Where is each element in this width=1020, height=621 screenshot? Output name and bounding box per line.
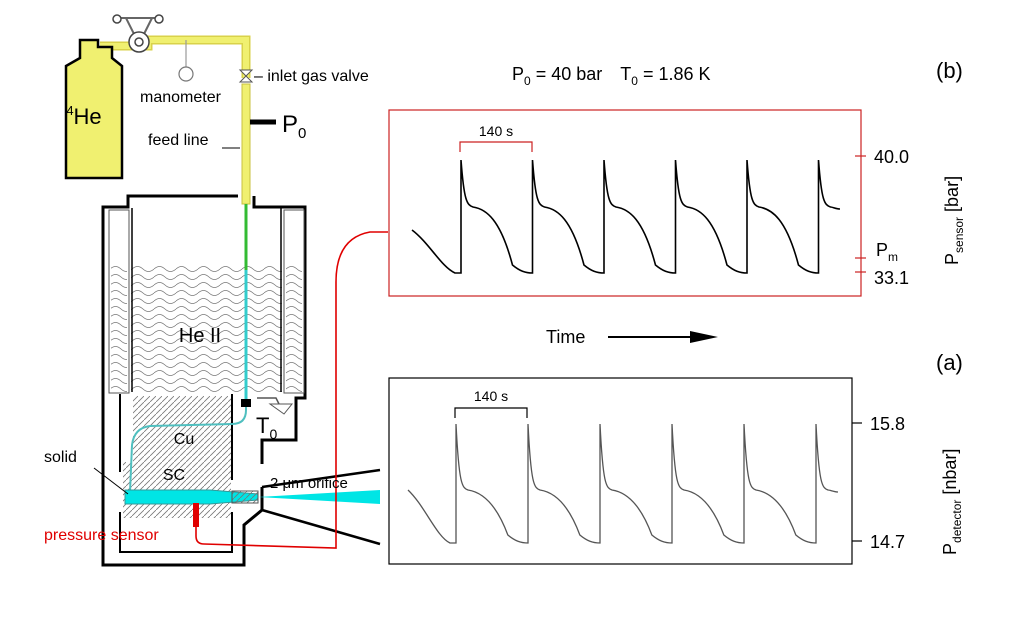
panel-b: 140 s 40.0 Pm 33.1 Psensor [bar] (b) [388,58,966,297]
cu-label: Cu [174,431,194,448]
time-arrow-head [690,331,718,343]
cryostat-outer [101,194,307,567]
lower-chamber [119,394,233,553]
cylinder-valve [112,14,164,53]
manometer-label: manometer [140,89,222,106]
cylinder-label: 4He [66,103,101,129]
tick-label-a-bottom: 14.7 [870,532,905,552]
time-label: Time [546,327,585,347]
period-bracket-b [459,141,533,152]
ylabel-a: Pdetector [nbar] [940,449,964,555]
sc-label: SC [163,467,185,484]
panel-b-label: (b) [936,58,963,83]
tube [129,407,247,493]
sensor-wire [195,231,388,549]
inner-chamber [131,208,282,392]
feed-line [241,83,251,205]
ylabel-b: Psensor [bar] [942,176,966,265]
period-bracket-a [454,407,528,418]
inlet-valve-label: – inlet gas valve [254,68,369,85]
manometer-gauge [178,66,194,82]
cu-block [133,396,231,462]
trace-a [407,423,839,544]
tick-label-b-bottom: 33.1 [874,268,909,288]
nozzle [231,490,259,504]
he-ii-bath [131,264,282,392]
period-label-a: 140 s [474,388,508,404]
panel-a-label: (a) [936,350,963,375]
t0-label: T0 [256,413,277,442]
solid-label: solid [44,449,77,466]
he-ii-label: He II [179,325,221,347]
gas-cylinder [64,38,124,180]
period-label-b: 140 s [479,123,513,139]
tick-label-b-top: 40.0 [874,147,909,167]
feed-line-label: feed line [148,132,209,149]
apparatus [64,14,388,567]
p0-label: P0 [282,111,306,142]
skimmer-bottom [261,508,381,546]
panel-a: 140 s 15.8 14.7 Pdetector [nbar] (a) [388,350,964,565]
trace-b [411,159,841,274]
skimmer-top [261,468,381,489]
tick-label-a-top: 15.8 [870,414,905,434]
panel-a-frame [388,377,853,565]
orifice-label: 2 μm orifice [270,475,348,492]
pressure-sensor-label: pressure sensor [44,527,159,544]
tick-label-b-pm: Pm [876,240,898,264]
panel-b-frame [388,109,862,297]
beam [258,490,380,504]
pressure-sensor-body [193,503,199,527]
inlet-valve-symbol [238,69,254,83]
